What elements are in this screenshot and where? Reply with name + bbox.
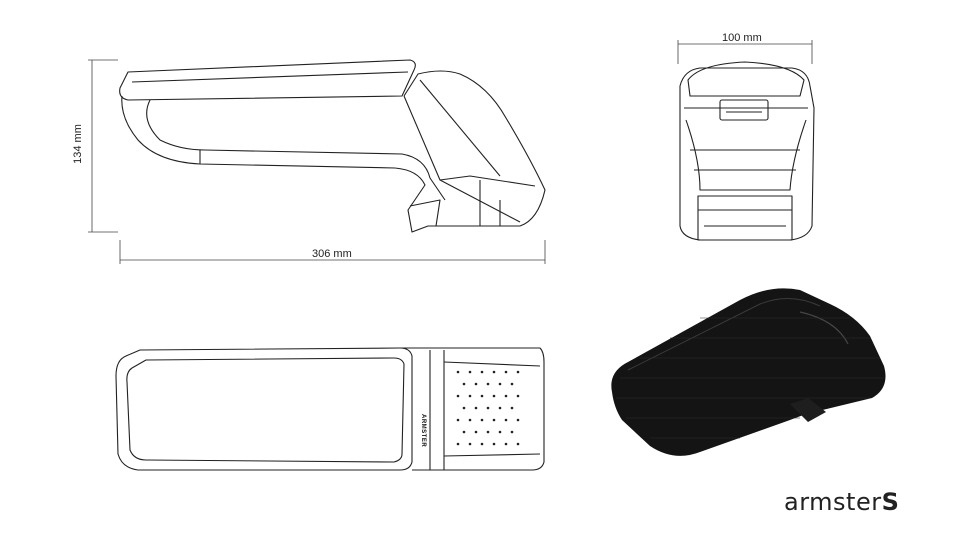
- brand-name: armster: [784, 488, 882, 516]
- top-view-logo: ARMSTER: [420, 414, 426, 448]
- product-3d-render: [611, 288, 886, 456]
- height-dimension-label: 134 mm: [71, 124, 84, 164]
- brand-suffix: S: [881, 488, 900, 516]
- side-view-lid: [119, 59, 416, 101]
- side-view-body: [121, 70, 546, 233]
- length-dimension-label: 306 mm: [312, 248, 352, 260]
- top-view-vent-dots: [456, 370, 520, 446]
- top-view-drawing: [115, 347, 545, 471]
- front-view-drawing: [679, 61, 815, 241]
- brand-logo: armsterS: [784, 488, 899, 516]
- width-dimension-label: 100 mm: [722, 32, 762, 44]
